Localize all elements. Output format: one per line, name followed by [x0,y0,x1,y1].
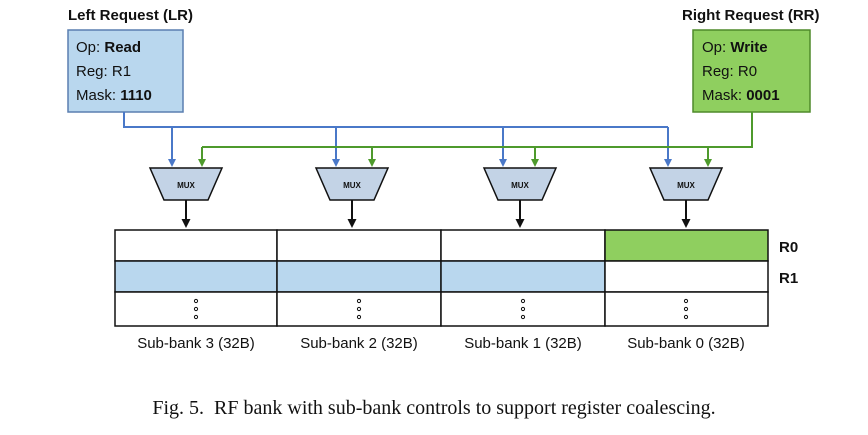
cell-r1-subbank-0 [604,260,769,293]
cell-r0-subbank-2 [276,229,442,262]
row-label-r0: R0 [779,239,798,256]
left-mask-value: 1110 [120,87,152,104]
right-request-wires [198,112,753,167]
subbank-label-3: Sub-bank 3 (32B) [137,335,255,352]
right-mask-line: Mask: 0001 [702,87,780,104]
right-op-key: Op: [702,39,726,56]
right-op-value: Write [730,39,767,56]
cell-more-subbank-3 [114,291,278,327]
right-reg-value: R0 [738,63,757,80]
ellipsis-dots [193,298,689,320]
cell-r1-subbank-2 [276,260,442,293]
left-reg-key: Reg: [76,63,108,80]
cell-r1-subbank-3 [114,260,278,293]
left-mask-line: Mask: 1110 [76,87,152,104]
mux-1 [482,167,558,201]
left-reg-line: Reg: R1 [76,63,131,80]
mux-0 [648,167,724,201]
left-reg-value: R1 [112,63,131,80]
mux-1-label: MUX [511,181,529,190]
ellipsis-icon [356,298,362,320]
mux-2 [314,167,390,201]
cell-more-subbank-1 [440,291,606,327]
left-request-heading: Left Request (LR) [68,7,193,24]
ellipsis-icon [193,298,199,320]
cell-more-subbank-0 [604,291,769,327]
mux-0-label: MUX [677,181,695,190]
left-op-key: Op: [76,39,100,56]
right-request-heading: Right Request (RR) [682,7,820,24]
left-request-box [67,29,184,113]
green-bus [202,112,753,148]
row-label-r1: R1 [779,270,798,287]
cell-r0-subbank-3 [114,229,278,262]
left-op-value: Read [104,39,141,56]
cell-r1-subbank-1 [440,260,606,293]
right-reg-key: Reg: [702,63,734,80]
right-mask-key: Mask: [702,87,742,104]
register-bank [114,229,769,327]
ellipsis-icon [683,298,689,320]
cell-r0-subbank-0 [604,229,769,262]
mux-3 [148,167,224,201]
right-reg-line: Reg: R0 [702,63,757,80]
subbank-label-1: Sub-bank 1 (32B) [464,335,582,352]
left-op-line: Op: Read [76,39,141,56]
subbank-label-2: Sub-bank 2 (32B) [300,335,418,352]
subbank-label-0: Sub-bank 0 (32B) [627,335,745,352]
left-request-wires [123,112,672,167]
cell-more-subbank-2 [276,291,442,327]
right-request-box [692,29,811,113]
left-mask-key: Mask: [76,87,116,104]
mux-3-label: MUX [177,181,195,190]
mux-2-label: MUX [343,181,361,190]
ellipsis-icon [520,298,526,320]
cell-r0-subbank-1 [440,229,606,262]
right-op-line: Op: Write [702,39,768,56]
blue-bus [123,112,668,128]
figure-caption: Fig. 5. RF bank with sub-bank controls t… [152,397,715,419]
right-mask-value: 0001 [746,87,779,104]
